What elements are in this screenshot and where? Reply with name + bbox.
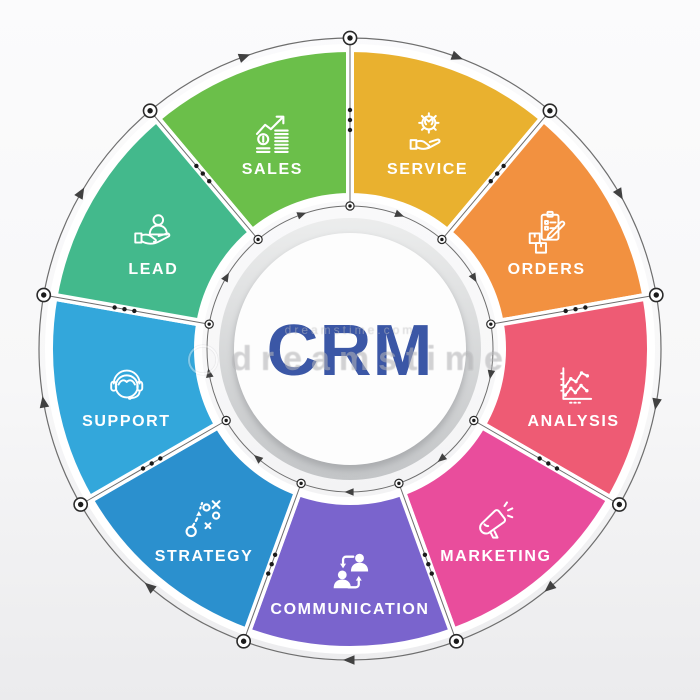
connector-nodes	[36, 30, 664, 649]
flow-arrow	[612, 187, 623, 200]
crm-center-label: CRM	[266, 311, 434, 391]
flow-arrow	[394, 209, 405, 217]
flow-arrow	[296, 212, 307, 220]
flow-arrow	[437, 453, 448, 463]
flow-arrow	[144, 582, 157, 594]
watermark-small-text: dreamstime.com	[284, 323, 416, 337]
flow-arrow	[487, 369, 496, 380]
flow-arrow	[544, 580, 557, 592]
boundary-dots	[112, 107, 588, 576]
flow-arrow	[253, 454, 264, 464]
flow-arrows	[39, 50, 662, 665]
flow-arrow	[39, 396, 50, 409]
flow-arrow	[237, 53, 251, 63]
boundary-lines	[50, 45, 650, 635]
flow-arrow	[343, 655, 355, 665]
flow-arrow	[652, 397, 662, 410]
center-disc	[219, 218, 481, 480]
flow-arrow	[468, 272, 477, 283]
flow-arrow	[450, 50, 463, 60]
flow-arrow	[221, 272, 229, 283]
flow-arrow	[74, 187, 85, 200]
flow-arrow	[344, 488, 354, 496]
flow-arrow	[206, 368, 214, 379]
